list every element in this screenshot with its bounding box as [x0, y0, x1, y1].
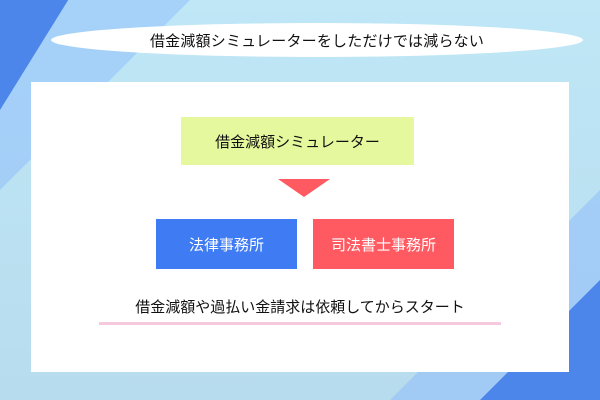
simulator-box: 借金減額シミュレーター: [181, 117, 414, 165]
judicial-scrivener-button[interactable]: 司法書士事務所: [313, 219, 454, 269]
judicial-scrivener-label: 司法書士事務所: [330, 235, 436, 254]
header-banner-text: 借金減額シミュレーターをしただけでは減らない: [149, 31, 485, 50]
law-firm-label: 法律事務所: [188, 235, 264, 254]
header-banner: 借金減額シミュレーターをしただけでは減らない: [51, 23, 583, 57]
arrow-down-icon: [278, 179, 330, 197]
simulator-label: 借金減額シミュレーター: [215, 132, 380, 151]
note-text: 借金減額や過払い金請求は依頼してからスタート: [99, 296, 501, 325]
main-panel: 借金減額シミュレーター 法律事務所 司法書士事務所 借金減額や過払い金請求は依頼…: [31, 82, 569, 372]
law-firm-button[interactable]: 法律事務所: [156, 219, 297, 269]
